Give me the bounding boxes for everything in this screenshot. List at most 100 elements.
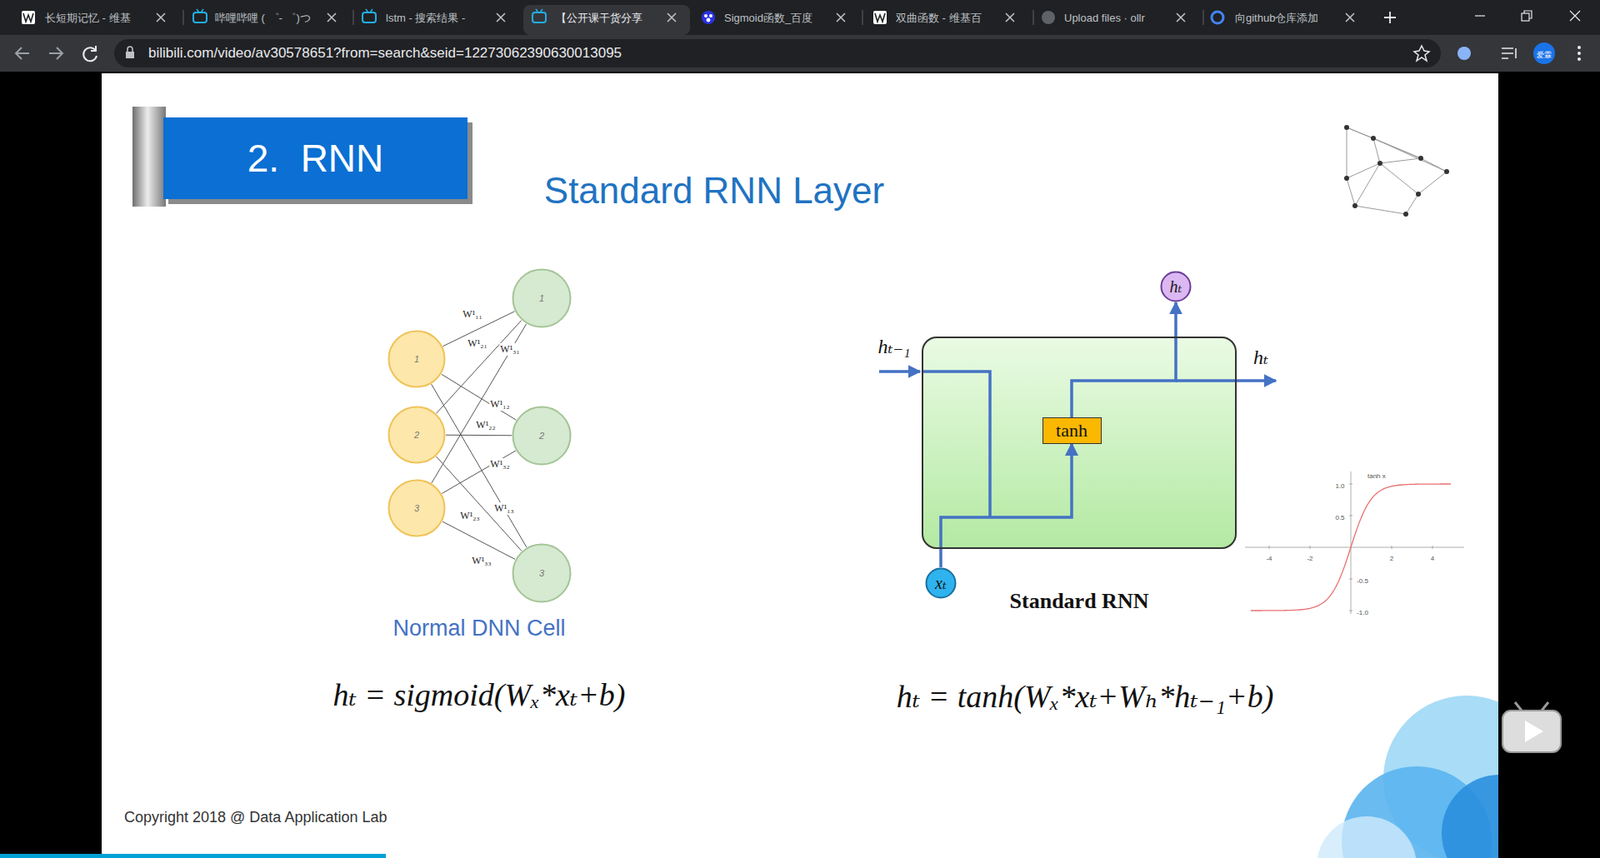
output-neuron: 3 (511, 543, 572, 604)
network-dots (1344, 125, 1450, 217)
avatar-text: 爱霖 (1536, 50, 1552, 61)
axis-tick: 1.0 (1334, 482, 1345, 490)
tab-separators (183, 10, 1204, 25)
neuron-number: 1 (414, 354, 420, 365)
activation-box: tanh (1042, 417, 1102, 444)
output-state-circle: hₜ (1160, 270, 1192, 303)
url-field (114, 39, 1441, 68)
progress-bar (0, 854, 386, 858)
media-icon (1501, 48, 1516, 59)
weight-label: W¹₃₃ (470, 555, 492, 568)
new-tab-icon (1384, 11, 1396, 24)
corner-bubbles (1316, 695, 1499, 858)
neuron-number: 3 (414, 503, 420, 515)
rnn-wires (879, 371, 1276, 518)
tab-title: 哔哩哔哩 ( ゜- ゜)つ (215, 10, 311, 26)
axis-tick: -0.5 (1355, 577, 1370, 585)
restore-icon (1521, 10, 1532, 21)
signal-wire (1071, 302, 1176, 418)
network-icon (1346, 127, 1447, 215)
circle-shape (513, 407, 571, 465)
input-neuron: 1 (387, 330, 446, 389)
banner-scroll (132, 106, 166, 207)
circle-shape (513, 545, 571, 603)
section-heading: 2. RNN (247, 136, 385, 181)
reload-icon (83, 45, 97, 61)
neuron-number: 1 (539, 293, 545, 305)
input-circle: xₜ (925, 567, 957, 600)
neuron-number: 2 (539, 430, 545, 442)
extension-icon (1457, 46, 1471, 60)
circle-shape (513, 270, 571, 328)
axis-tick: 0.5 (1334, 514, 1345, 522)
axis-tick: -2 (1305, 555, 1314, 563)
toolbar (0, 35, 1600, 72)
weight-connection (441, 450, 516, 494)
tanh-plot (1245, 471, 1465, 615)
signal-name: hₜ (1170, 277, 1183, 297)
weight-label: W¹₂₁ (466, 337, 488, 350)
signal-name: xₜ (935, 574, 947, 594)
tanh-curve (1250, 484, 1451, 611)
input-neuron: 2 (387, 405, 446, 465)
cell-caption: Standard RNN (923, 589, 1235, 615)
weight-label: W¹₃₁ (499, 343, 520, 356)
output-neuron: 2 (511, 405, 572, 466)
signal-name: hₜ₋₁ (878, 335, 911, 359)
circle-shape (389, 480, 445, 537)
tab-title: 向github仓库添加 (1235, 10, 1319, 26)
weight-label: W¹₃₂ (489, 458, 510, 471)
axis-tick: 4 (1430, 555, 1435, 563)
minimize-icon (1475, 15, 1485, 16)
slide-title: Standard RNN Layer (544, 170, 885, 212)
avatar-badge (1533, 42, 1555, 65)
figure-caption: Normal DNN Cell (392, 615, 565, 642)
tab-title: 【公开课干货分享 (555, 10, 643, 26)
section-banner: 2. RNN (163, 117, 468, 200)
weight-label: W¹₁₂ (489, 398, 510, 411)
weight-label: W¹₁₁ (461, 308, 483, 321)
window-close-icon (1570, 10, 1580, 21)
copyright-note: Copyright 2018 @ Data Application Lab (124, 809, 387, 827)
tab-title: 长短期记忆 - 维基 (45, 10, 131, 26)
tab-title: lstm - 搜索结果 - (385, 10, 465, 26)
weight-connection (445, 435, 512, 437)
signal-name: hₜ (1253, 345, 1269, 370)
output-neuron: 1 (511, 268, 572, 329)
forward-icon (49, 47, 63, 60)
slide (101, 73, 1499, 858)
input-neuron: 3 (387, 479, 446, 538)
tab-title: 双曲函数 - 维基百 (895, 10, 982, 26)
tab-title: Upload files · ollr (1064, 11, 1145, 25)
play-button (1502, 702, 1561, 753)
activation-name: tanh (1055, 420, 1088, 441)
lock-icon (125, 46, 135, 59)
tab-title: Sigmoid函数_百度 (724, 10, 813, 26)
active-tab (523, 5, 690, 35)
neuron-number: 2 (414, 430, 420, 441)
weight-label: W¹₂₂ (475, 419, 496, 432)
circle-shape (389, 407, 445, 464)
weight-connection (441, 374, 516, 420)
tab-bar (0, 0, 1600, 35)
axis-tick: -1.0 (1355, 609, 1370, 617)
axis-tick: 2 (1389, 555, 1395, 563)
bookmark-star (1414, 45, 1430, 61)
circle-shape (1161, 272, 1191, 302)
url-text: bilibili.com/video/av30578651?from=searc… (148, 45, 622, 62)
back-icon (15, 47, 30, 60)
formula: hₜ = sigmoid(Wₓ*xₜ+b) (333, 676, 626, 714)
weight-connection (436, 320, 522, 415)
weight-label: W¹₁₃ (493, 502, 515, 515)
formula: hₜ = tanh(Wₓ*xₜ+Wₕ*hₜ₋₁+b) (896, 678, 1275, 715)
weight-connection (431, 324, 527, 484)
weight-connection (435, 456, 521, 551)
weight-label: W¹₂₃ (459, 510, 480, 523)
weight-connection (442, 521, 515, 560)
neuron-number: 3 (539, 568, 545, 580)
video-background (0, 71, 1600, 858)
axis-title: tanh x (1366, 472, 1387, 480)
menu-icon (1577, 45, 1581, 61)
circle-shape (926, 569, 956, 599)
axis-tick: -4 (1265, 555, 1273, 563)
